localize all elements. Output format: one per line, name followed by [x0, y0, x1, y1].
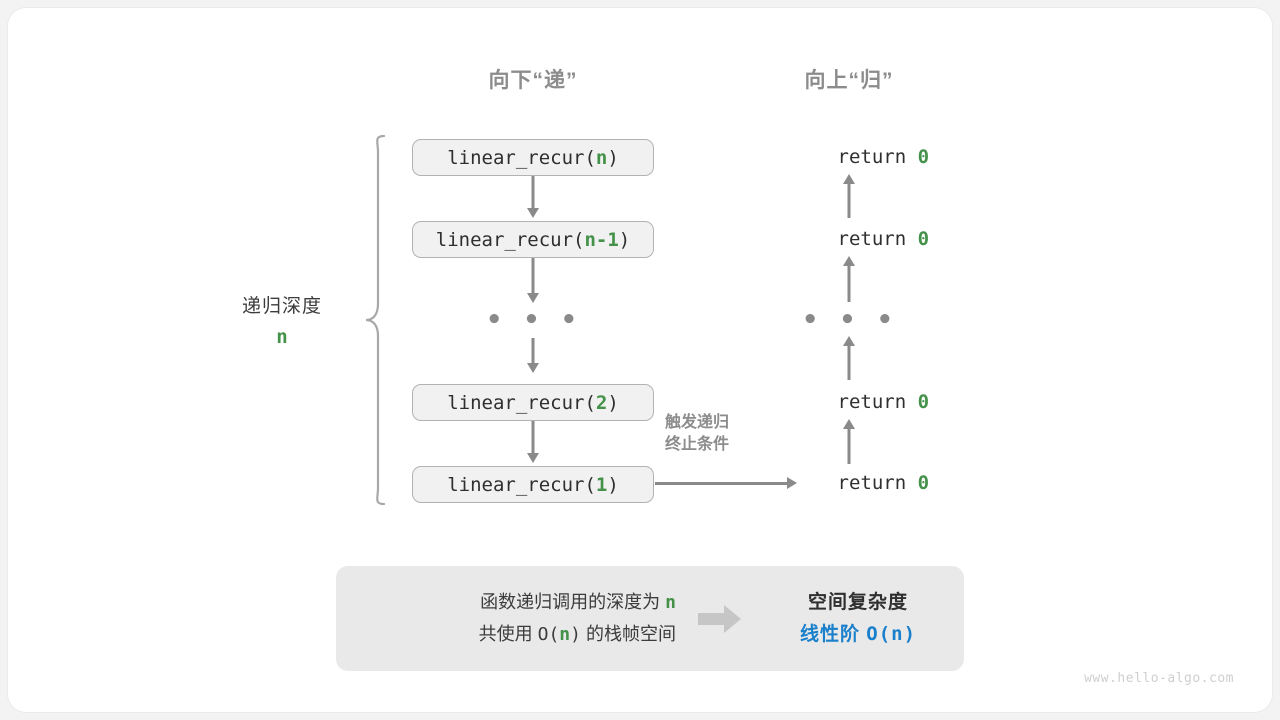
call-box-suffix: ) — [618, 228, 631, 251]
up-arrow-shaft-1 — [847, 184, 851, 218]
return-statement-1: return 0 — [769, 124, 930, 190]
summary-line1-text: 函数递归调用的深度为 — [480, 592, 666, 612]
call-box-prefix: linear_recur( — [447, 473, 596, 496]
summary-line2-text-b: 的栈帧空间 — [580, 623, 676, 644]
down-arrow-shaft-3 — [531, 338, 535, 366]
return-value: 0 — [917, 228, 930, 250]
call-box-prefix: linear_recur( — [447, 391, 596, 414]
down-arrow-shaft-4 — [531, 421, 535, 453]
up-arrow-shaft-3 — [847, 346, 851, 380]
depth-label-value: n — [276, 326, 288, 348]
return-keyword: return — [837, 472, 918, 494]
return-statement-2: return 0 — [769, 206, 930, 272]
return-statement-4: return 0 — [769, 450, 930, 516]
call-box-n-minus-1: linear_recur(n-1) — [412, 221, 654, 258]
column-header-descend: 向下“递” — [488, 69, 578, 92]
summary-line2-text-a: 共使用 — [478, 623, 538, 644]
summary-line2-n: n — [559, 623, 571, 645]
down-arrow-head-2 — [527, 293, 539, 303]
up-arrow-head-4 — [843, 419, 855, 429]
call-box-suffix: ) — [607, 391, 619, 414]
up-arrow-head-3 — [843, 336, 855, 346]
terminate-note-line1: 触发递归 — [665, 414, 730, 431]
return-keyword: return — [837, 146, 918, 168]
summary-line2-bigo-open: O( — [537, 623, 560, 645]
summary-line-1: 函数递归调用的深度为 n — [336, 587, 676, 619]
terminate-note-line2: 终止条件 — [665, 435, 730, 453]
up-arrow-head-2 — [843, 256, 855, 266]
down-arrow-shaft-1 — [531, 176, 535, 211]
call-box-prefix: linear_recur( — [447, 146, 596, 169]
down-arrow-shaft-2 — [531, 258, 535, 296]
summary-line-2: 共使用 O(n) 的栈帧空间 — [336, 619, 676, 651]
up-arrow-shaft-4 — [847, 429, 851, 464]
column-header-ascend: 向上“归” — [804, 69, 894, 92]
return-keyword: return — [837, 228, 918, 250]
call-box-prefix: linear_recur( — [435, 228, 585, 251]
return-value: 0 — [917, 391, 930, 413]
call-box-n: linear_recur(n) — [412, 139, 654, 176]
white-card: 向下“递” 向上“归” 递归深度 n linear_recur(n) linea… — [8, 8, 1272, 712]
return-keyword: return — [837, 391, 918, 413]
call-stack-ellipsis: • • • — [486, 305, 580, 335]
terminate-arrow-head — [787, 476, 797, 489]
return-value: 0 — [917, 472, 930, 494]
depth-label-text: 递归深度 — [241, 296, 323, 317]
call-box-arg: 2 — [595, 391, 608, 414]
return-value: 0 — [917, 146, 930, 168]
summary-right-text: 空间复杂度 线性阶 O(n) — [748, 587, 964, 650]
down-arrow-head-4 — [527, 453, 539, 463]
right-block-arrow-icon — [692, 604, 748, 634]
watermark: www.hello-algo.com — [1084, 671, 1234, 686]
summary-left-text: 函数递归调用的深度为 n 共使用 O(n) 的栈帧空间 — [336, 587, 692, 650]
terminate-arrow-shaft — [655, 482, 787, 485]
summary-line2-bigo-close: ) — [570, 623, 581, 645]
complexity-bigo: O(n) — [866, 622, 917, 645]
down-arrow-head-3 — [527, 363, 539, 373]
call-box-arg: n — [595, 146, 608, 169]
up-arrow-head-1 — [843, 174, 855, 184]
depth-brace-icon — [365, 134, 386, 506]
returns-ellipsis: • • • — [802, 305, 896, 335]
call-box-arg: n-1 — [584, 228, 619, 251]
return-statement-3: return 0 — [769, 369, 930, 435]
recursion-depth-label: 递归深度 n — [242, 291, 322, 348]
up-arrow-shaft-2 — [847, 266, 851, 302]
call-box-arg: 1 — [595, 473, 608, 496]
call-box-suffix: ) — [607, 146, 619, 169]
terminate-condition-note: 触发递归 终止条件 — [665, 412, 729, 455]
call-box-2: linear_recur(2) — [412, 384, 654, 421]
call-box-suffix: ) — [607, 473, 619, 496]
summary-panel: 函数递归调用的深度为 n 共使用 O(n) 的栈帧空间 空间复杂度 线性阶 O(… — [336, 566, 964, 671]
down-arrow-head-1 — [527, 208, 539, 218]
complexity-label: 线性阶 — [799, 623, 867, 645]
summary-line1-n: n — [665, 592, 676, 613]
space-complexity-title: 空间复杂度 — [807, 592, 908, 614]
call-box-1: linear_recur(1) — [412, 466, 654, 503]
space-complexity-value: 线性阶 O(n) — [752, 619, 964, 650]
